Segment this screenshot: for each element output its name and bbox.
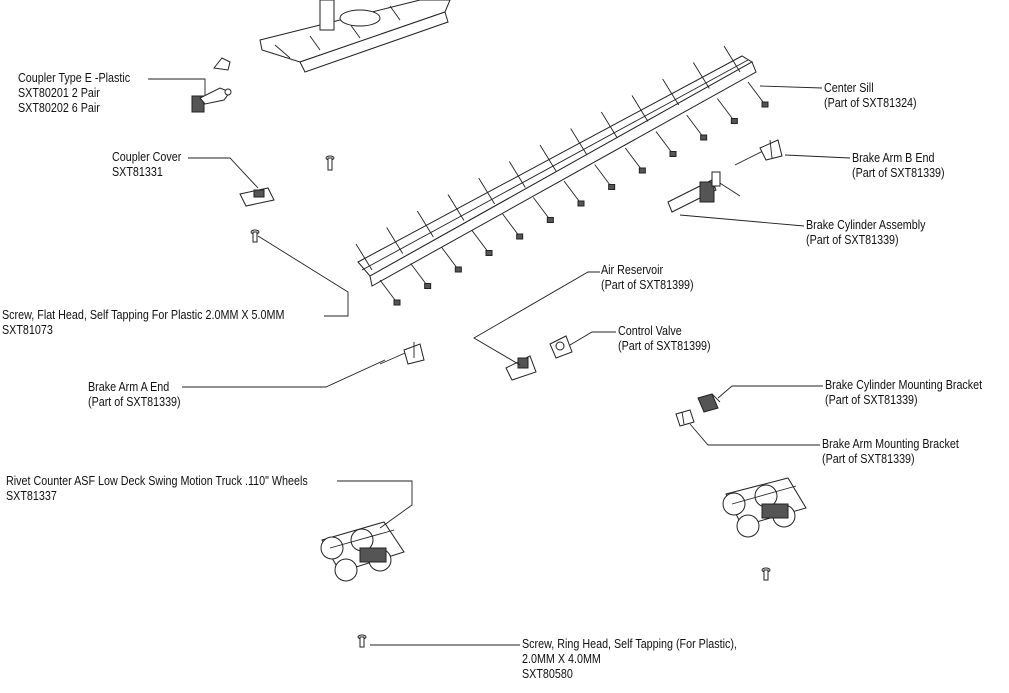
sill-rib-tab [700,134,708,141]
brake-arm-a-label-line2: (Part of SXT81339) [88,395,181,409]
coupler-cover-label: Coupler Cover SXT81331 [112,150,181,180]
sill-rib-upper [478,177,496,205]
brake-arm-b-label-line1: Brake Arm B End [852,151,935,165]
sill-rib-tab [393,299,401,306]
sill-rib-upper [600,111,618,139]
center-sill-label-line1: Center Sill [824,81,874,95]
sill-rib-tab [454,266,462,273]
screw-ring-label: Screw, Ring Head, Self Tapping (For Plas… [522,637,737,682]
coupler-label: Coupler Type E -Plastic SXT80201 2 Pair … [18,71,130,116]
coupler-cover-label-line1: Coupler Cover [112,150,182,164]
truck-right-part [722,477,807,538]
brake-arm-a-part [379,342,425,365]
sill-rib-tab [638,167,646,174]
sill-rib-upper [631,95,649,122]
screw-flat-part-1 [325,155,335,171]
coupler-cover-label-line2: SXT81331 [112,165,163,179]
sill-rib-upper [692,62,710,89]
sill-rib-upper [539,144,557,172]
sill-rib-upper [447,194,465,221]
control-valve-label: Control Valve (Part of SXT81399) [618,324,711,354]
sill-rib-upper [723,45,741,73]
sill-rib-upper [416,210,434,238]
sill-rib-upper [355,243,373,271]
brake-arm-b-part [734,139,783,166]
air-reservoir-part [505,355,537,381]
coupler-label-line2: SXT80201 2 Pair [18,86,100,100]
control-valve-label-line2: (Part of SXT81399) [618,339,711,353]
coupler-part [191,57,232,113]
sill-rib-upper [570,128,588,155]
brake-arm-bracket-part [675,409,695,427]
center-sill-label-line2: (Part of SXT81324) [824,96,917,110]
center-sill-part [355,45,769,306]
brake-cylinder-label-line1: Brake Cylinder Assembly [806,218,926,232]
sill-rib-upper [508,161,526,188]
brake-arm-b-label: Brake Arm B End (Part of SXT81339) [852,151,945,181]
brake-cylinder-label: Brake Cylinder Assembly (Part of SXT8133… [806,218,925,248]
sill-rib-tab [577,200,585,207]
arm-bracket-label-line1: Brake Arm Mounting Bracket [822,437,959,451]
sill-rib-tab [669,151,677,157]
coupler-label-line3: SXT80202 6 Pair [18,101,100,115]
air-reservoir-label: Air Reservoir (Part of SXT81399) [601,263,694,293]
screw-flat-part-2 [250,229,260,243]
center-sill-label: Center Sill (Part of SXT81324) [824,81,917,111]
sill-rib-tab [730,118,738,124]
sill-rib-tab [608,184,616,190]
truck-label-line2: SXT81337 [6,489,57,503]
coupler-label-line1: Coupler Type E -Plastic [18,71,131,85]
brake-cylinder-label-line2: (Part of SXT81339) [806,233,899,247]
screw-flat-label: Screw, Flat Head, Self Tapping For Plast… [2,308,284,338]
arm-bracket-label: Brake Arm Mounting Bracket (Part of SXT8… [822,437,959,467]
screw-ring-label-line3: SXT80580 [522,667,573,681]
brake-cylinder-bracket-part [697,393,721,413]
sill-rib-tab [761,101,769,108]
sill-rib-tab [485,250,493,256]
cyl-bracket-label: Brake Cylinder Mounting Bracket (Part of… [825,378,982,408]
sill-rib-tab [546,217,554,223]
brake-cylinder-part [667,171,741,213]
truck-label-line1: Rivet Counter ASF Low Deck Swing Motion … [6,474,308,488]
brake-arm-a-label: Brake Arm A End (Part of SXT81339) [88,380,181,410]
sill-rib-tab [424,283,432,289]
sill-rib-upper [386,227,404,254]
control-valve-label-line1: Control Valve [618,324,682,338]
truck-left-part [320,521,405,582]
car-body-fragment [259,0,451,73]
brake-arm-a-label-line1: Brake Arm A End [88,380,170,394]
sill-rib-upper [662,78,680,106]
screw-ring-part-1 [761,567,771,581]
air-reservoir-label-line1: Air Reservoir [601,263,664,277]
truck-label: Rivet Counter ASF Low Deck Swing Motion … [6,474,308,504]
brake-arm-b-label-line2: (Part of SXT81339) [852,166,945,180]
screw-ring-label-line2: 2.0MM X 4.0MM [522,652,601,666]
sill-rib-tab [516,233,524,240]
screw-flat-label-line1: Screw, Flat Head, Self Tapping For Plast… [2,308,285,322]
air-reservoir-label-line2: (Part of SXT81399) [601,278,694,292]
arm-bracket-label-line2: (Part of SXT81339) [822,452,915,466]
cyl-bracket-label-line1: Brake Cylinder Mounting Bracket [825,378,983,392]
coupler-cover-part [239,187,275,207]
screw-flat-label-line2: SXT81073 [2,323,53,337]
leader-lines [148,78,851,646]
control-valve-part [549,335,573,359]
screw-ring-label-line1: Screw, Ring Head, Self Tapping (For Plas… [522,637,737,651]
cyl-bracket-label-line2: (Part of SXT81339) [825,393,918,407]
screw-ring-part-2 [357,634,367,648]
